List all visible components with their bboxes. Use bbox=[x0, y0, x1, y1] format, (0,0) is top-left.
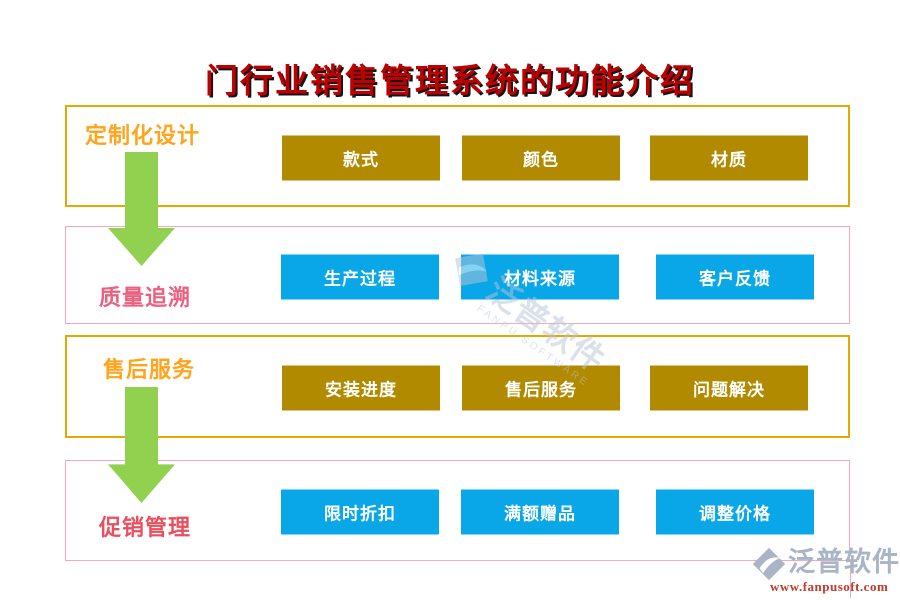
feature-button-installation-progress[interactable]: 安装进度 bbox=[282, 365, 440, 411]
section-after-sales-service: 售后服务 安装进度 售后服务 问题解决 bbox=[65, 335, 850, 438]
footer-logo-brand: 泛普软件 bbox=[788, 547, 900, 577]
border-tick bbox=[850, 561, 851, 598]
footer-logo-url: www.fanpusoft.com bbox=[770, 579, 889, 594]
down-arrow-icon bbox=[108, 152, 175, 266]
section-quality-traceability: 质量追溯 生产过程 材料来源 客户反馈 bbox=[65, 226, 850, 324]
feature-button-customer-feedback[interactable]: 客户反馈 bbox=[656, 254, 814, 300]
section-customized-design: 定制化设计 款式 颜色 材质 bbox=[65, 105, 850, 207]
section-label-customized-design: 定制化设计 bbox=[85, 123, 201, 148]
section-label-after-sales-service: 售后服务 bbox=[103, 357, 196, 382]
feature-button-production-process[interactable]: 生产过程 bbox=[281, 254, 439, 300]
feature-button-material[interactable]: 材质 bbox=[650, 135, 808, 181]
down-arrow-icon bbox=[108, 387, 175, 503]
feature-button-color[interactable]: 颜色 bbox=[462, 135, 620, 181]
page-title: 门行业销售管理系统的功能介绍 bbox=[205, 64, 695, 100]
feature-button-price-adjustment[interactable]: 调整价格 bbox=[656, 489, 814, 535]
fanpu-logo-icon bbox=[752, 547, 786, 581]
feature-button-full-amount-gift[interactable]: 满额赠品 bbox=[461, 489, 619, 535]
feature-button-material-source[interactable]: 材料来源 bbox=[461, 254, 619, 300]
feature-button-style[interactable]: 款式 bbox=[282, 135, 440, 181]
feature-button-limited-time-discount[interactable]: 限时折扣 bbox=[281, 489, 439, 535]
footer-logo: 泛普软件 www.fanpusoft.com bbox=[752, 547, 900, 595]
section-label-quality-traceability: 质量追溯 bbox=[99, 285, 192, 310]
section-promotion-management: 促销管理 限时折扣 满额赠品 调整价格 bbox=[65, 460, 850, 561]
feature-button-problem-solving[interactable]: 问题解决 bbox=[650, 365, 808, 411]
section-label-promotion-management: 促销管理 bbox=[99, 515, 192, 540]
feature-button-after-sales[interactable]: 售后服务 bbox=[462, 365, 620, 411]
